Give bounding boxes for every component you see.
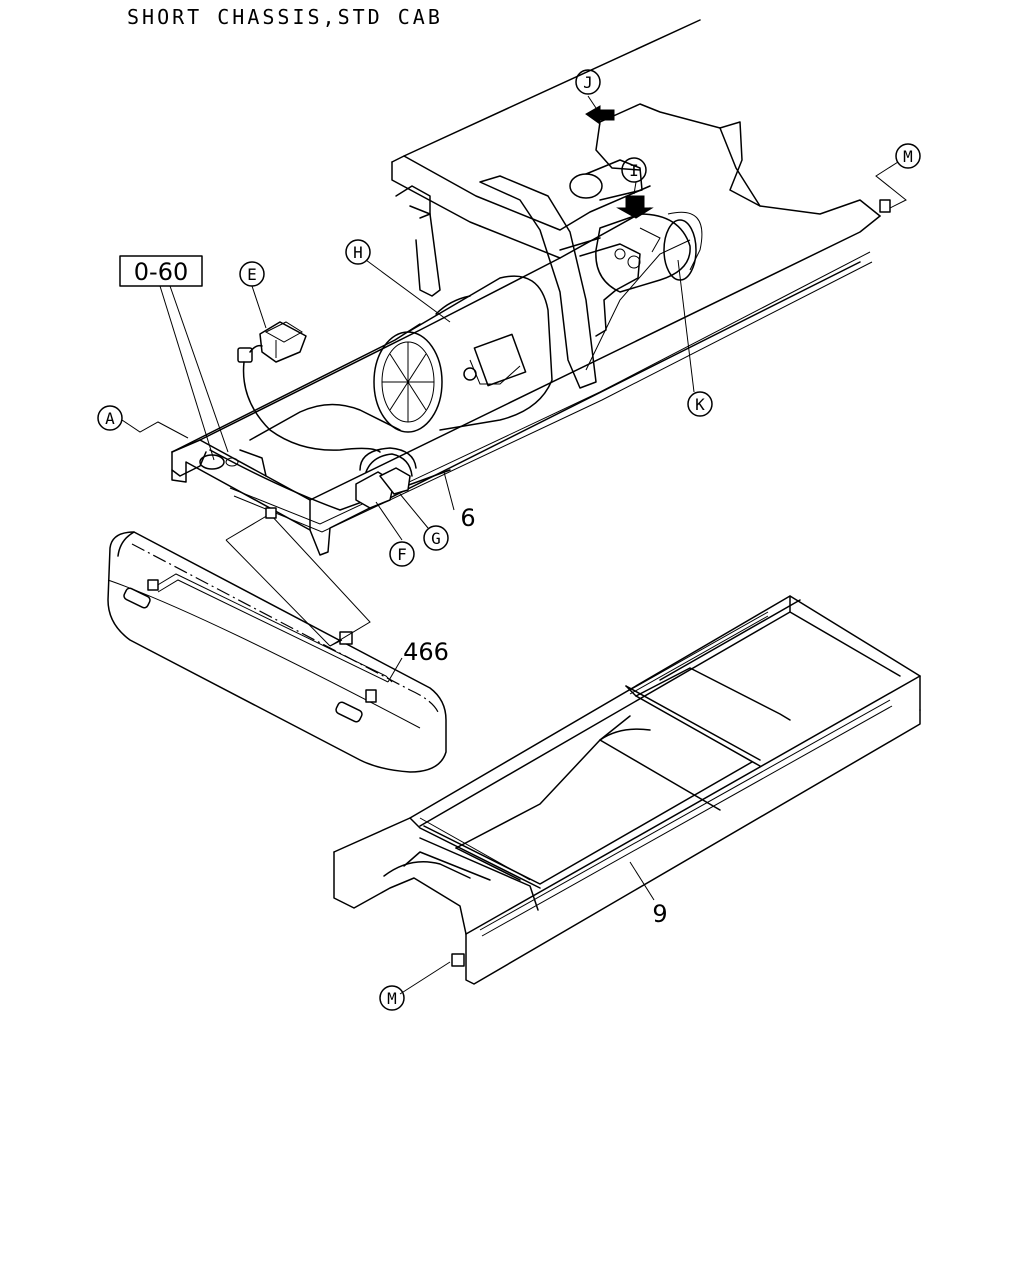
- callout-g: G: [423, 525, 449, 551]
- rear-chassis-frame: [333, 595, 921, 985]
- svg-text:H: H: [353, 243, 363, 262]
- connector-f-g: [355, 447, 417, 509]
- callout-a: A: [97, 405, 123, 431]
- svg-text:M: M: [387, 989, 397, 1008]
- svg-text:A: A: [105, 409, 115, 428]
- reference-box: 0-60: [119, 255, 203, 287]
- part-number-bumper: 466: [403, 638, 449, 666]
- front-bumper: [107, 531, 447, 773]
- arrow-i-icon: [616, 195, 654, 219]
- leader-lines: [121, 95, 907, 995]
- transmission-assembly: [373, 275, 553, 433]
- callout-e: E: [239, 261, 265, 287]
- svg-text:F: F: [397, 545, 407, 564]
- svg-text:I: I: [629, 161, 639, 180]
- svg-text:K: K: [695, 395, 705, 414]
- callout-k: K: [687, 391, 713, 417]
- callout-h: H: [345, 239, 371, 265]
- svg-text:M: M: [903, 147, 913, 166]
- part-number-frame-rear: 9: [652, 900, 667, 928]
- svg-text:G: G: [431, 529, 441, 548]
- upper-chassis-frame: [171, 19, 881, 556]
- callout-m-top: M: [895, 143, 921, 169]
- callout-f: F: [389, 541, 415, 567]
- svg-text:E: E: [247, 265, 257, 284]
- diagram-title: SHORT CHASSIS,STD CAB: [127, 5, 443, 29]
- callout-m-bottom: M: [379, 985, 405, 1011]
- svg-text:0-60: 0-60: [134, 258, 188, 286]
- arrow-j-icon: [585, 105, 615, 125]
- svg-text:J: J: [583, 73, 593, 92]
- callout-i: I: [621, 157, 647, 183]
- part-number-harness-front: 6: [460, 504, 475, 532]
- connector-e: [237, 321, 381, 453]
- callout-j: J: [575, 69, 601, 95]
